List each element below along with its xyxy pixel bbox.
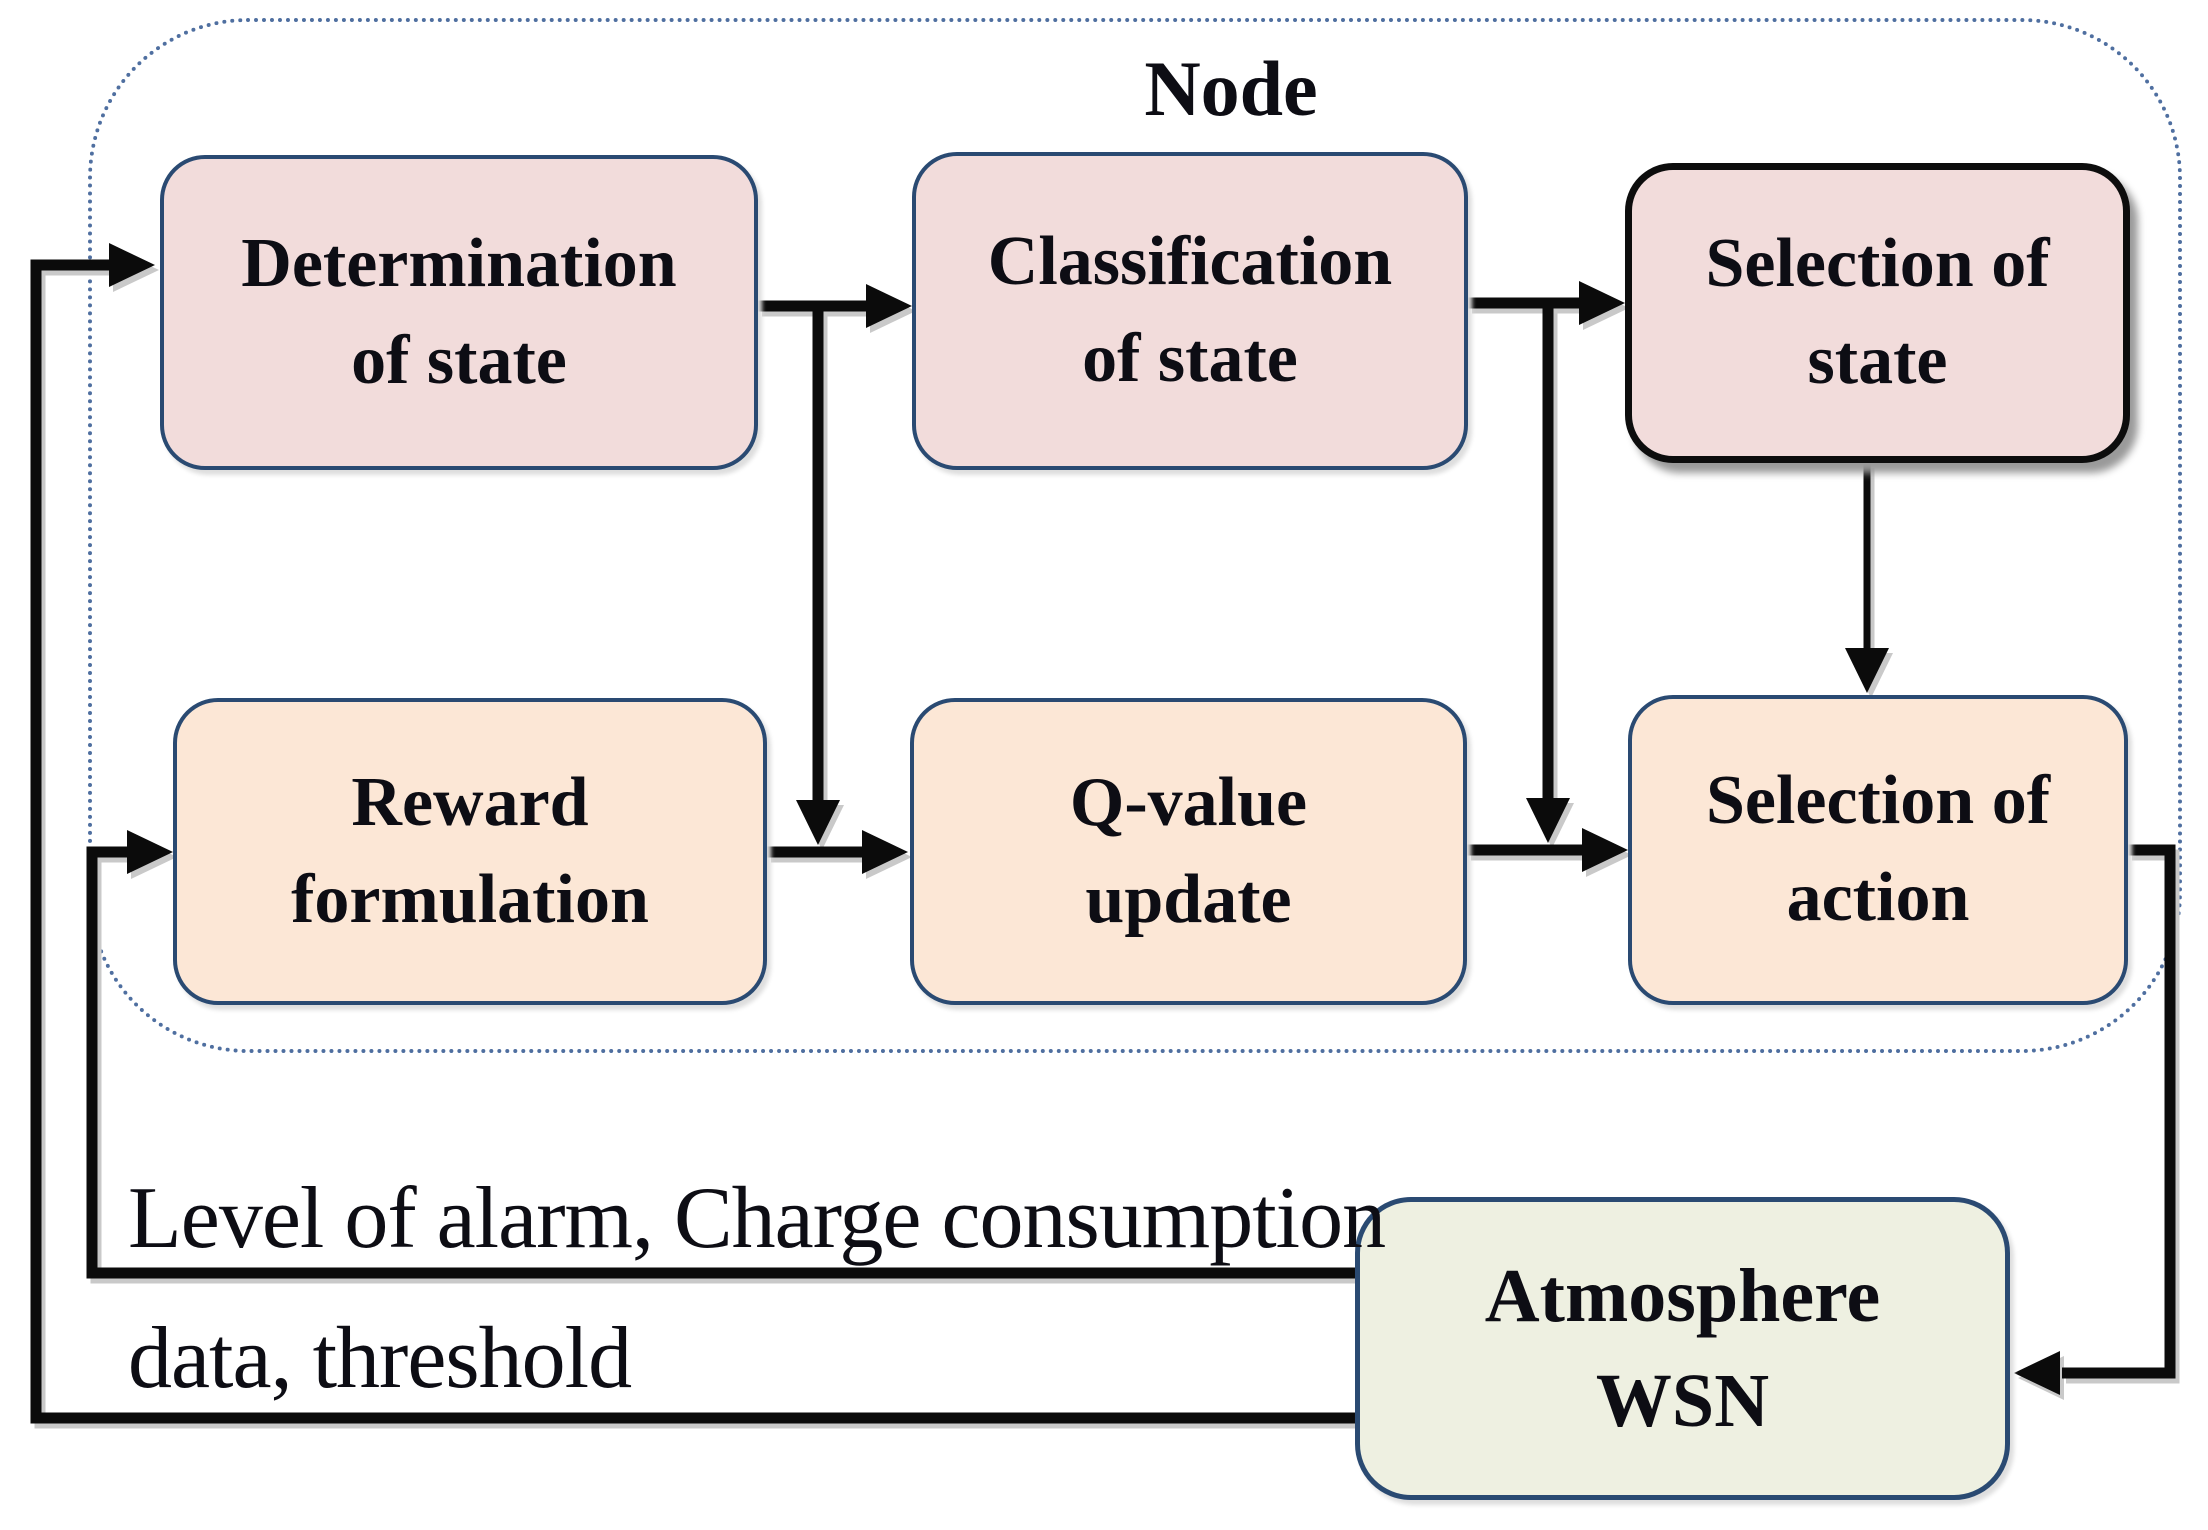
box-label-line: state	[1807, 322, 1948, 399]
arrow-selection-state-to-selection-action	[1845, 463, 1889, 693]
node-group-title: Node	[1144, 45, 1318, 132]
box-label-line: update	[1085, 860, 1292, 938]
arrow-determination-to-classification	[758, 284, 912, 328]
arrow-state-to-qvalue-junction	[796, 306, 840, 845]
box-label-line: Selection of	[1705, 762, 2051, 840]
box-reward-formulation: Reward formulation	[173, 698, 767, 1005]
box-classification-of-state: Classification of state	[912, 152, 1468, 470]
node-group-boundary	[88, 18, 2182, 1053]
box-selection-of-state: Selection of state	[1625, 163, 2130, 463]
box-label-line: Reward	[351, 763, 589, 841]
arrow-atmosphere-to-reward	[86, 830, 1355, 1279]
box-label-line: of state	[351, 321, 567, 399]
arrow-selection-action-to-atmosphere	[2014, 844, 2176, 1395]
edge-label-data-threshold: data, threshold	[128, 1310, 632, 1407]
box-label-line: Classification	[987, 223, 1393, 301]
box-selection-of-action: Selection of action	[1628, 695, 2128, 1005]
box-label-line: Q-value	[1069, 763, 1308, 841]
box-atmosphere-wsn: Atmosphere WSN	[1355, 1197, 2010, 1500]
box-label-line: WSN	[1595, 1358, 1770, 1443]
arrow-reward-to-qvalue	[767, 830, 908, 874]
arrow-classification-to-selection-state	[1468, 281, 1625, 325]
edge-label-level-of-alarm: Level of alarm, Charge consumption	[128, 1170, 1386, 1267]
box-qvalue-update: Q-value update	[910, 698, 1467, 1005]
box-label-line: Selection of	[1705, 225, 2050, 303]
box-label-line: Atmosphere	[1484, 1253, 1881, 1338]
box-label-line: of state	[1082, 320, 1298, 397]
arrow-atmosphere-to-determination	[30, 243, 1355, 1424]
arrow-state-to-action-junction	[1526, 303, 1570, 843]
box-determination-of-state: Determination of state	[160, 155, 758, 470]
box-label-line: Determination	[241, 224, 677, 302]
arrow-qvalue-to-selection-action	[1467, 828, 1628, 872]
box-label-line: formulation	[291, 860, 649, 938]
box-label-line: action	[1786, 859, 1970, 936]
